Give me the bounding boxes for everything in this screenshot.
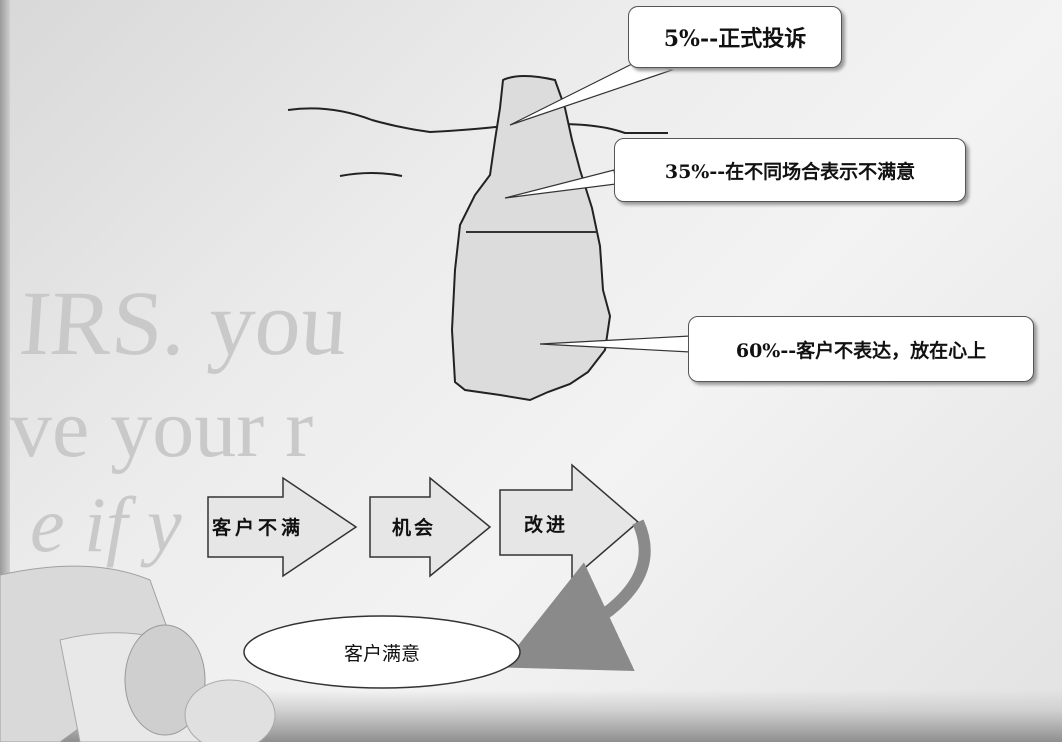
result-ellipse <box>243 615 521 689</box>
flow-arrow-2 <box>369 476 492 578</box>
callout-middle-text: 35%--在不同场合表示不满意 <box>664 160 916 183</box>
curved-arrow <box>500 519 651 671</box>
flow-arrow-1 <box>207 476 358 578</box>
iceberg <box>450 75 612 402</box>
callout-middle: 35%--在不同场合表示不满意 <box>614 138 966 202</box>
callout-top-text: 5%--正式投诉 <box>663 26 807 52</box>
callout-top: 5%--正式投诉 <box>628 6 842 68</box>
left-shadow-band <box>0 0 10 742</box>
wave-small-left <box>339 172 403 177</box>
newspaper-roll-illustration <box>0 565 276 742</box>
flow-step3-label: 改进 <box>524 513 568 536</box>
flow-arrow-3 <box>499 463 640 581</box>
flow-step2-label: 机会 <box>392 516 436 539</box>
waterline-right <box>559 123 668 134</box>
result-label: 客户满意 <box>344 643 420 665</box>
callout-bottom: 60%--客户不表达，放在心上 <box>688 316 1034 382</box>
flow-step1-label: 客户不满 <box>212 516 304 539</box>
callout-bottom-text: 60%--客户不表达，放在心上 <box>735 339 987 362</box>
waterline-left <box>287 107 506 134</box>
